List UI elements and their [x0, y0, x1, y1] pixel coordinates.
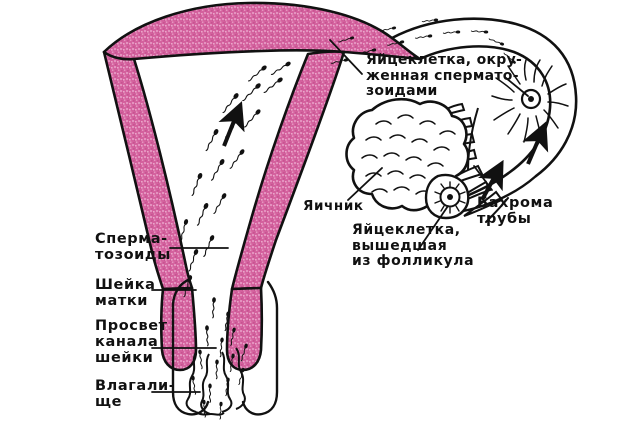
label-fimbriae-of-tube: Бахрома трубы	[477, 195, 554, 228]
cervical-canal	[221, 351, 233, 413]
ovary	[361, 114, 456, 195]
leader-line	[151, 39, 529, 393]
label-cervix: Шейка матки	[95, 277, 156, 310]
direction-arrow	[218, 101, 245, 147]
label-ovary: Яичник	[303, 198, 364, 214]
cervix	[160, 286, 198, 372]
cervical-canal	[200, 353, 211, 415]
uterus-body	[102, 1, 422, 61]
cervical-canal	[185, 351, 197, 413]
uterine-wall-right	[230, 50, 346, 291]
label-vagina: Влагали- ще	[95, 378, 176, 411]
vagina	[241, 280, 279, 416]
label-ovum-surrounded-by-sperm: Яйцеклетка, окру- женная спермато- зоида…	[366, 52, 523, 100]
label-spermatozoa: Сперма- тозоиды	[95, 231, 171, 264]
label-ovum-released-from-follicle: Яйцеклетка, вышедшая из фолликула	[352, 222, 475, 270]
label-cervical-canal-lumen: Просвет канала шейки	[95, 318, 168, 367]
fallopian-tube	[390, 17, 578, 178]
infundibulum	[467, 107, 479, 171]
direction-arrow	[522, 121, 549, 165]
ovum-at-ovary	[434, 181, 466, 214]
uterine-cavity	[133, 58, 187, 267]
cervical-canal	[195, 411, 225, 416]
